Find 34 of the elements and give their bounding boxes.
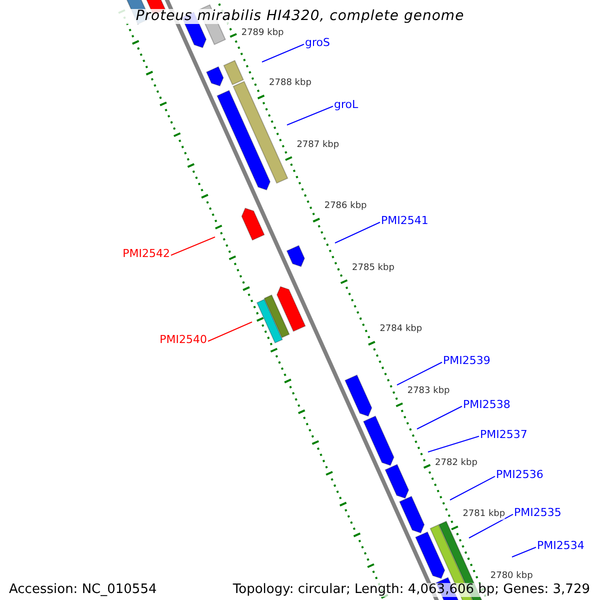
leader-line (286, 106, 334, 126)
scale-label: 2786 kbp (324, 202, 367, 212)
genome-info-text: Topology: circular; Length: 4,063,606 bp; Genes: 3,729 (232, 583, 590, 598)
scale-label: 2781 kbp (462, 510, 506, 520)
gene-label: PMI2534 (537, 540, 584, 552)
leader-line (468, 514, 514, 538)
scale-label: 2780 kbp (490, 572, 533, 582)
accession-text: Accession: NC_010554 (9, 583, 157, 598)
gene-label: PMI2539 (443, 355, 490, 368)
gene-label: PMI2536 (496, 469, 544, 482)
leader-line (512, 546, 536, 558)
leader-line (416, 406, 462, 430)
scale-label: 2787 kbp (296, 140, 340, 150)
scale-label: 2785 kbp (352, 264, 394, 274)
gene-label: PMI2542 (122, 248, 170, 260)
leader-line (428, 436, 480, 452)
scale-label: 2789 kbp (241, 29, 284, 40)
scale-label: 2782 kbp (435, 459, 478, 470)
gene-label: PMI2538 (463, 399, 510, 412)
leader-line (450, 476, 496, 500)
gene-label: groL (334, 99, 358, 112)
scale-label: 2783 kbp (407, 386, 450, 397)
gene-label: PMI2535 (514, 507, 562, 520)
leader-line (170, 236, 216, 256)
leader-line (334, 222, 380, 244)
gene-label: PMI2541 (381, 215, 428, 228)
gene-label: PMI2540 (160, 334, 207, 346)
leader-line (208, 322, 252, 342)
scale-label: 2788 kbp (269, 78, 312, 89)
gene-label: PMI2537 (480, 429, 528, 442)
leader-line (262, 44, 304, 62)
gene-label: groS (305, 37, 330, 50)
scale-label: 2784 kbp (380, 325, 422, 336)
leader-line (396, 362, 442, 386)
